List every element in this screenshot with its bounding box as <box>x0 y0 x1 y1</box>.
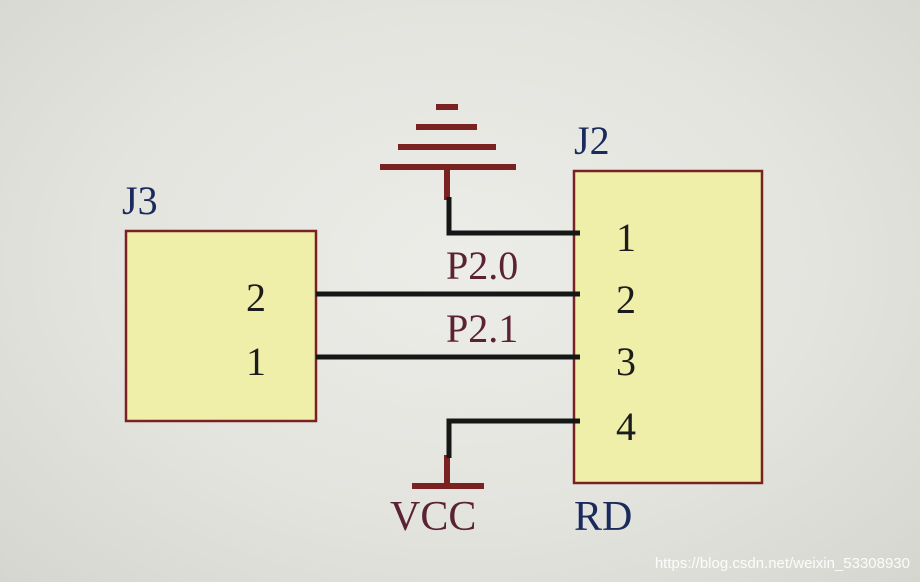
component-j2: J2 1 2 3 4 RD <box>572 118 764 540</box>
net-label-p2-0: P2.0 <box>446 243 518 288</box>
component-j3: J3 2 1 <box>122 178 318 423</box>
component-j3-pin-2: 2 <box>246 275 266 320</box>
net-label-p2-1: P2.1 <box>446 306 518 351</box>
watermark-url: https://blog.csdn.net/weixin_53308930 <box>655 555 910 572</box>
component-j2-pin-1: 1 <box>616 215 636 260</box>
wire-ground-to-j2-pin-1 <box>446 197 580 236</box>
wires <box>316 197 580 458</box>
component-j2-pin-3: 3 <box>616 339 636 384</box>
wire-vcc-to-j2-pin-4 <box>446 418 580 458</box>
component-j2-designator: J2 <box>574 118 610 163</box>
vcc-symbol: VCC <box>390 455 484 540</box>
ground-symbol <box>380 104 516 200</box>
component-j3-designator: J3 <box>122 178 158 223</box>
vcc-label: VCC <box>390 494 476 540</box>
component-j2-body <box>572 169 764 485</box>
component-j2-comment: RD <box>574 494 632 540</box>
component-j3-body <box>124 229 318 423</box>
component-j3-pin-1: 1 <box>246 339 266 384</box>
component-j2-pin-2: 2 <box>616 277 636 322</box>
component-j2-pin-4: 4 <box>616 404 636 449</box>
